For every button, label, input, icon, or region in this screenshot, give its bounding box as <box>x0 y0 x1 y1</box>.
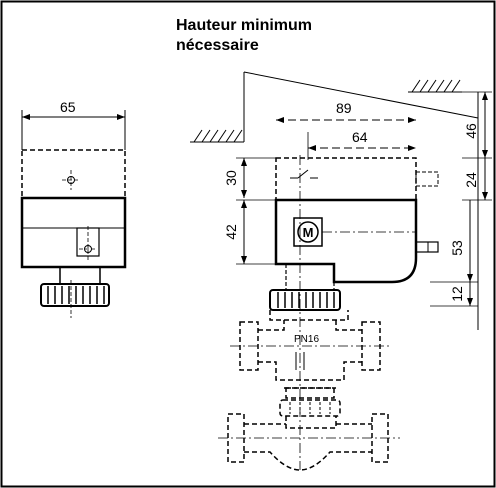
dim-body-height: 42 <box>223 224 239 240</box>
left-side-view <box>20 110 127 318</box>
motor-label: M <box>303 225 314 240</box>
ceiling-hatch-left <box>190 129 244 143</box>
dim-inner-span: 64 <box>352 129 368 145</box>
dim-base-height: 12 <box>449 286 465 302</box>
dim-cover-height: 30 <box>223 170 239 186</box>
ceiling-hatch-right <box>408 79 462 93</box>
dim-cover-offset: 24 <box>463 172 479 188</box>
dim-left-width: 65 <box>60 99 76 115</box>
dim-cable-height: 53 <box>449 240 465 256</box>
title-line-2: nécessaire <box>176 37 259 54</box>
dim-top-span: 89 <box>336 100 352 116</box>
title-line-1: Hauteur minimum <box>176 17 312 34</box>
right-front-view <box>218 71 492 471</box>
valve-rating-label: PN16 <box>294 334 319 345</box>
dim-clearance-right: 46 <box>463 123 479 139</box>
